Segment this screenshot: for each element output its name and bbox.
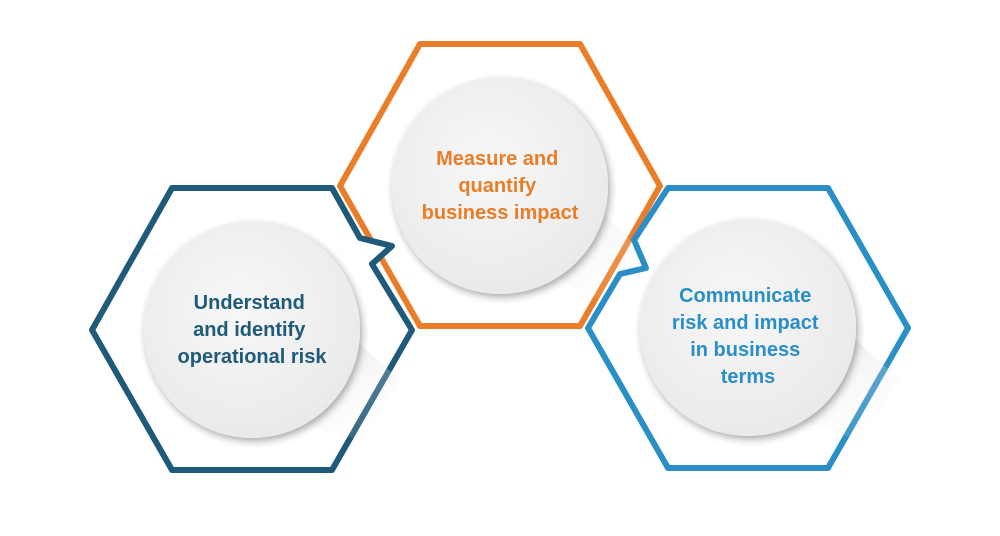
node-communicate-line-2: risk and impact xyxy=(672,312,819,334)
node-measure-label: Measure and quantify business impact xyxy=(422,148,579,224)
node-communicate-line-1: Communicate xyxy=(679,285,811,307)
node-measure: Measure and quantify business impact xyxy=(337,41,663,329)
node-measure-line-2: quantify xyxy=(458,175,537,197)
node-understand-label: Understand and identify operational risk xyxy=(178,292,328,368)
node-understand-line-2: and identify xyxy=(193,319,306,341)
node-measure-circle xyxy=(392,78,608,294)
node-measure-line-3: business impact xyxy=(422,202,579,224)
node-understand-circle xyxy=(144,222,360,438)
node-communicate-circle xyxy=(640,220,856,436)
node-communicate-line-4: terms xyxy=(721,366,775,388)
node-communicate-label: Communicate risk and impact in business … xyxy=(672,285,824,388)
node-understand-line-3: operational risk xyxy=(178,346,328,368)
node-understand-line-1: Understand xyxy=(194,292,305,314)
node-communicate-line-3: in business xyxy=(690,339,800,361)
node-measure-line-1: Measure and xyxy=(436,148,558,170)
node-communicate: Communicate risk and impact in business … xyxy=(585,185,911,471)
node-understand: Understand and identify operational risk xyxy=(89,185,415,473)
